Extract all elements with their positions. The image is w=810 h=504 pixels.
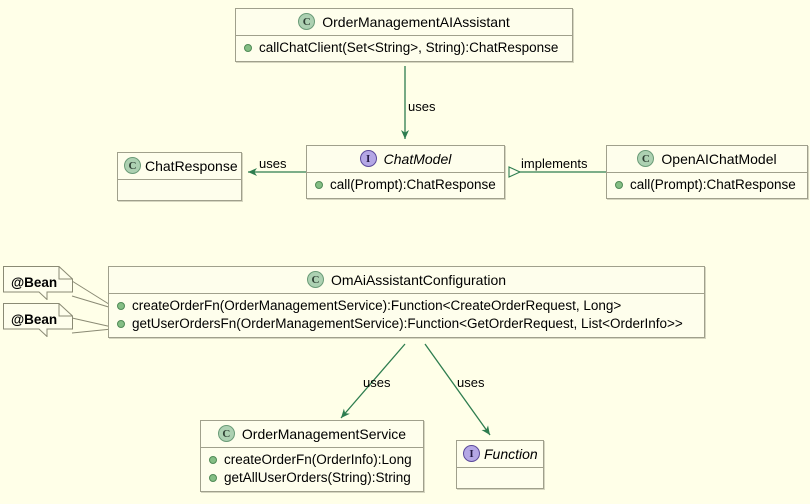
compartment-divider [607,172,807,173]
edge-label-chatmodel-uses-chatresponse: uses [259,156,287,171]
class-name: ChatResponse [145,157,238,174]
member-bullet-icon [244,44,252,52]
class-box-function[interactable]: I Function [456,440,544,489]
interface-icon: I [359,150,377,167]
compartment-divider [201,447,423,448]
member-bullet-icon [615,181,623,189]
class-members: callChatClient(Set<String>, String):Chat… [236,36,572,61]
class-members: call(Prompt):ChatResponse [607,173,807,198]
class-member-row[interactable]: getAllUserOrders(String):String [209,469,415,487]
class-header: C OmAiAssistantConfiguration [109,267,704,293]
edge-label-openai-implements-chatmodel: implements [521,156,588,171]
class-header: C OpenAIChatModel [607,146,807,172]
class-header: C OrderManagementService [201,421,423,447]
class-name: Function [484,445,538,462]
class-icon: C [298,13,316,30]
member-signature: call(Prompt):ChatResponse [630,177,796,192]
class-icon: C [124,157,141,174]
note-tail-get-user-orders-2 [71,328,113,334]
class-header: C ChatResponse [118,153,241,179]
note-tail-create-order [71,280,113,307]
class-name: ChatModel [383,150,452,167]
edge-label-config-uses-service: uses [363,375,391,390]
class-header: C OrderManagementAIAssistant [236,9,572,35]
class-member-row[interactable]: call(Prompt):ChatResponse [315,176,496,194]
note-label: @Bean [11,275,58,290]
note-tail-get-user-orders [71,317,113,328]
class-name: OmAiAssistantConfiguration [330,271,507,288]
class-name: OpenAIChatModel [661,150,777,167]
class-member-row[interactable]: createOrderFn(OrderManagementService):Fu… [117,297,696,315]
class-member-row[interactable]: callChatClient(Set<String>, String):Chat… [244,39,564,57]
compartment-divider [307,172,504,173]
interface-icon: I [463,445,480,462]
class-name: OrderManagementService [241,425,407,442]
class-box-chat-model[interactable]: I ChatModel call(Prompt):ChatResponse [306,145,505,199]
note-bean-create-order[interactable]: @Bean [3,266,73,300]
note-shape [3,303,73,337]
compartment-divider [109,293,704,294]
class-box-chat-response[interactable]: C ChatResponse [117,152,242,201]
member-bullet-icon [117,302,125,310]
class-box-order-management-ai-assistant[interactable]: C OrderManagementAIAssistant callChatCli… [235,8,573,62]
note-shape [3,266,73,300]
note-label: @Bean [11,312,58,327]
class-member-row[interactable]: createOrderFn(OrderInfo):Long [209,451,415,469]
class-header: I Function [457,441,543,467]
class-box-open-ai-chat-model[interactable]: C OpenAIChatModel call(Prompt):ChatRespo… [606,145,808,199]
edge-label-assistant-uses-chatmodel: uses [408,99,436,114]
class-members [457,468,543,488]
class-member-row[interactable]: call(Prompt):ChatResponse [615,176,799,194]
class-members [118,180,241,200]
member-signature: getAllUserOrders(String):String [224,470,411,485]
class-member-row[interactable]: getUserOrdersFn(OrderManagementService):… [117,315,696,333]
class-box-om-ai-assistant-configuration[interactable]: C OmAiAssistantConfiguration createOrder… [108,266,705,338]
class-box-order-management-service[interactable]: C OrderManagementService createOrderFn(O… [200,420,424,492]
member-bullet-icon [209,456,217,464]
class-icon: C [637,150,655,167]
compartment-divider [236,35,572,36]
note-bean-get-user-orders[interactable]: @Bean [3,303,73,337]
class-icon: C [217,425,235,442]
member-signature: getUserOrdersFn(OrderManagementService):… [132,316,683,331]
member-bullet-icon [209,474,217,482]
member-signature: createOrderFn(OrderManagementService):Fu… [132,298,622,313]
edge-label-config-uses-function: uses [457,375,485,390]
member-signature: createOrderFn(OrderInfo):Long [224,452,412,467]
class-members: createOrderFn(OrderManagementService):Fu… [109,294,704,337]
compartment-divider [457,467,543,468]
member-signature: call(Prompt):ChatResponse [330,177,496,192]
class-name: OrderManagementAIAssistant [322,13,510,30]
member-signature: callChatClient(Set<String>, String):Chat… [259,40,559,55]
class-header: I ChatModel [307,146,504,172]
class-members: createOrderFn(OrderInfo):Long getAllUser… [201,448,423,491]
class-members: call(Prompt):ChatResponse [307,173,504,198]
member-bullet-icon [315,181,323,189]
member-bullet-icon [117,320,125,328]
note-tail-create-order-2 [71,295,113,309]
compartment-divider [118,179,241,180]
class-icon: C [306,271,324,288]
